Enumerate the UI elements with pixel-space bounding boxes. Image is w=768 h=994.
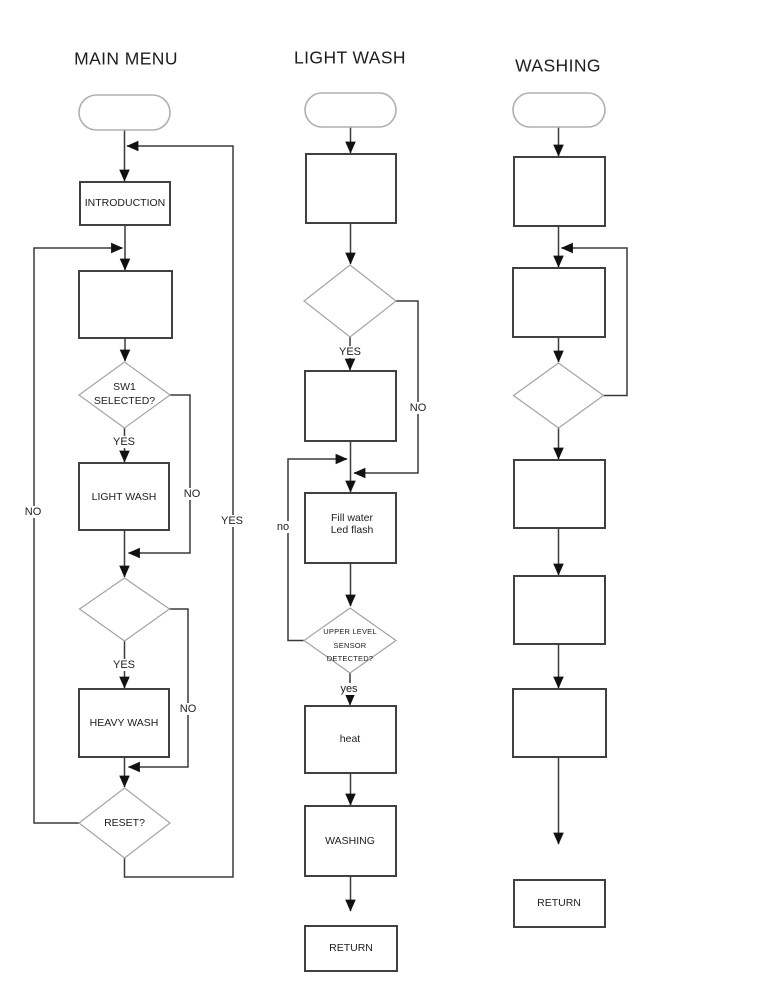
light-decision1-no-label: NO (407, 402, 429, 414)
light-wash-title: LIGHT WASH (294, 47, 406, 68)
washing-connectors (553, 127, 628, 845)
wash-empty-box-2 (512, 267, 606, 338)
main-menu-shapes (77, 94, 173, 859)
light-washing-box (304, 805, 397, 877)
main-reset-yes-label: YES (218, 515, 246, 527)
main-sw1-decision-diamond (77, 361, 172, 429)
main-edge-reset-no-loop (33, 242, 124, 824)
light-heat-box (304, 705, 397, 774)
light-washing-label: WASHING (325, 835, 375, 847)
wash-return-box (513, 879, 606, 928)
wash-empty-box-4 (513, 575, 606, 645)
main-light-wash-box (78, 462, 170, 531)
light-sensor-no-label: no (274, 521, 292, 533)
wash-edge-decision-loop (560, 242, 628, 397)
washing-title: WASHING (515, 55, 601, 76)
main-empty-decision-diamond (78, 577, 171, 642)
main-start-terminator (78, 94, 171, 131)
main-edge-sw1-no (127, 394, 191, 559)
light-sensor-decision-diamond (302, 607, 398, 674)
main-introduction-label: INTRODUCTION (84, 197, 166, 209)
wash-empty-box-3 (513, 459, 606, 529)
light-sensor-decision-label: UPPER LEVEL SENSOR DETECTED? (323, 626, 377, 663)
main-empty-box (78, 270, 173, 339)
wash-return-label: RETURN (537, 897, 581, 909)
main-sw1-decision-label: SW1 SELECTED? (93, 381, 156, 407)
light-return-box (304, 925, 398, 972)
main-sw1-no-label: NO (181, 488, 203, 500)
wash-empty-box-1 (513, 156, 606, 227)
light-return-label: RETURN (329, 942, 373, 954)
light-edge-decision1-no (353, 300, 419, 479)
main-menu-connectors (33, 130, 234, 878)
main-decision2-yes-label: YES (110, 659, 138, 671)
main-menu-title: MAIN MENU (74, 48, 178, 69)
main-light-wash-label: LIGHT WASH (91, 491, 157, 503)
main-edge-reset-yes-loop (123, 140, 234, 878)
main-heavy-wash-label: HEAVY WASH (89, 717, 159, 729)
light-wash-shapes (302, 92, 398, 972)
light-sensor-yes-label: yes (338, 683, 360, 695)
light-empty-decision-diamond (303, 264, 397, 338)
main-reset-decision-diamond (78, 787, 171, 859)
light-empty-box-2 (304, 370, 397, 442)
main-edge-decision2-no (127, 608, 189, 773)
wash-empty-box-5 (512, 688, 607, 758)
wash-empty-decision-diamond (512, 362, 605, 429)
light-start-terminator (304, 92, 397, 128)
light-heat-label: heat (339, 733, 361, 745)
main-reset-decision-label: RESET? (104, 817, 145, 829)
light-empty-box-1 (305, 153, 397, 224)
light-fill-water-box (304, 492, 397, 564)
light-decision1-yes-label: YES (336, 346, 364, 358)
light-fill-water-label: Fill water Led flash (330, 512, 374, 536)
wash-start-terminator (512, 92, 606, 128)
main-decision2-no-label: NO (177, 703, 199, 715)
main-introduction-box (79, 181, 171, 226)
main-reset-no-label: NO (22, 506, 44, 518)
washing-shapes (512, 92, 607, 928)
main-heavy-wash-box (78, 688, 170, 758)
light-edge-sensor-no-loop (287, 453, 348, 642)
main-sw1-yes-label: YES (110, 436, 138, 448)
